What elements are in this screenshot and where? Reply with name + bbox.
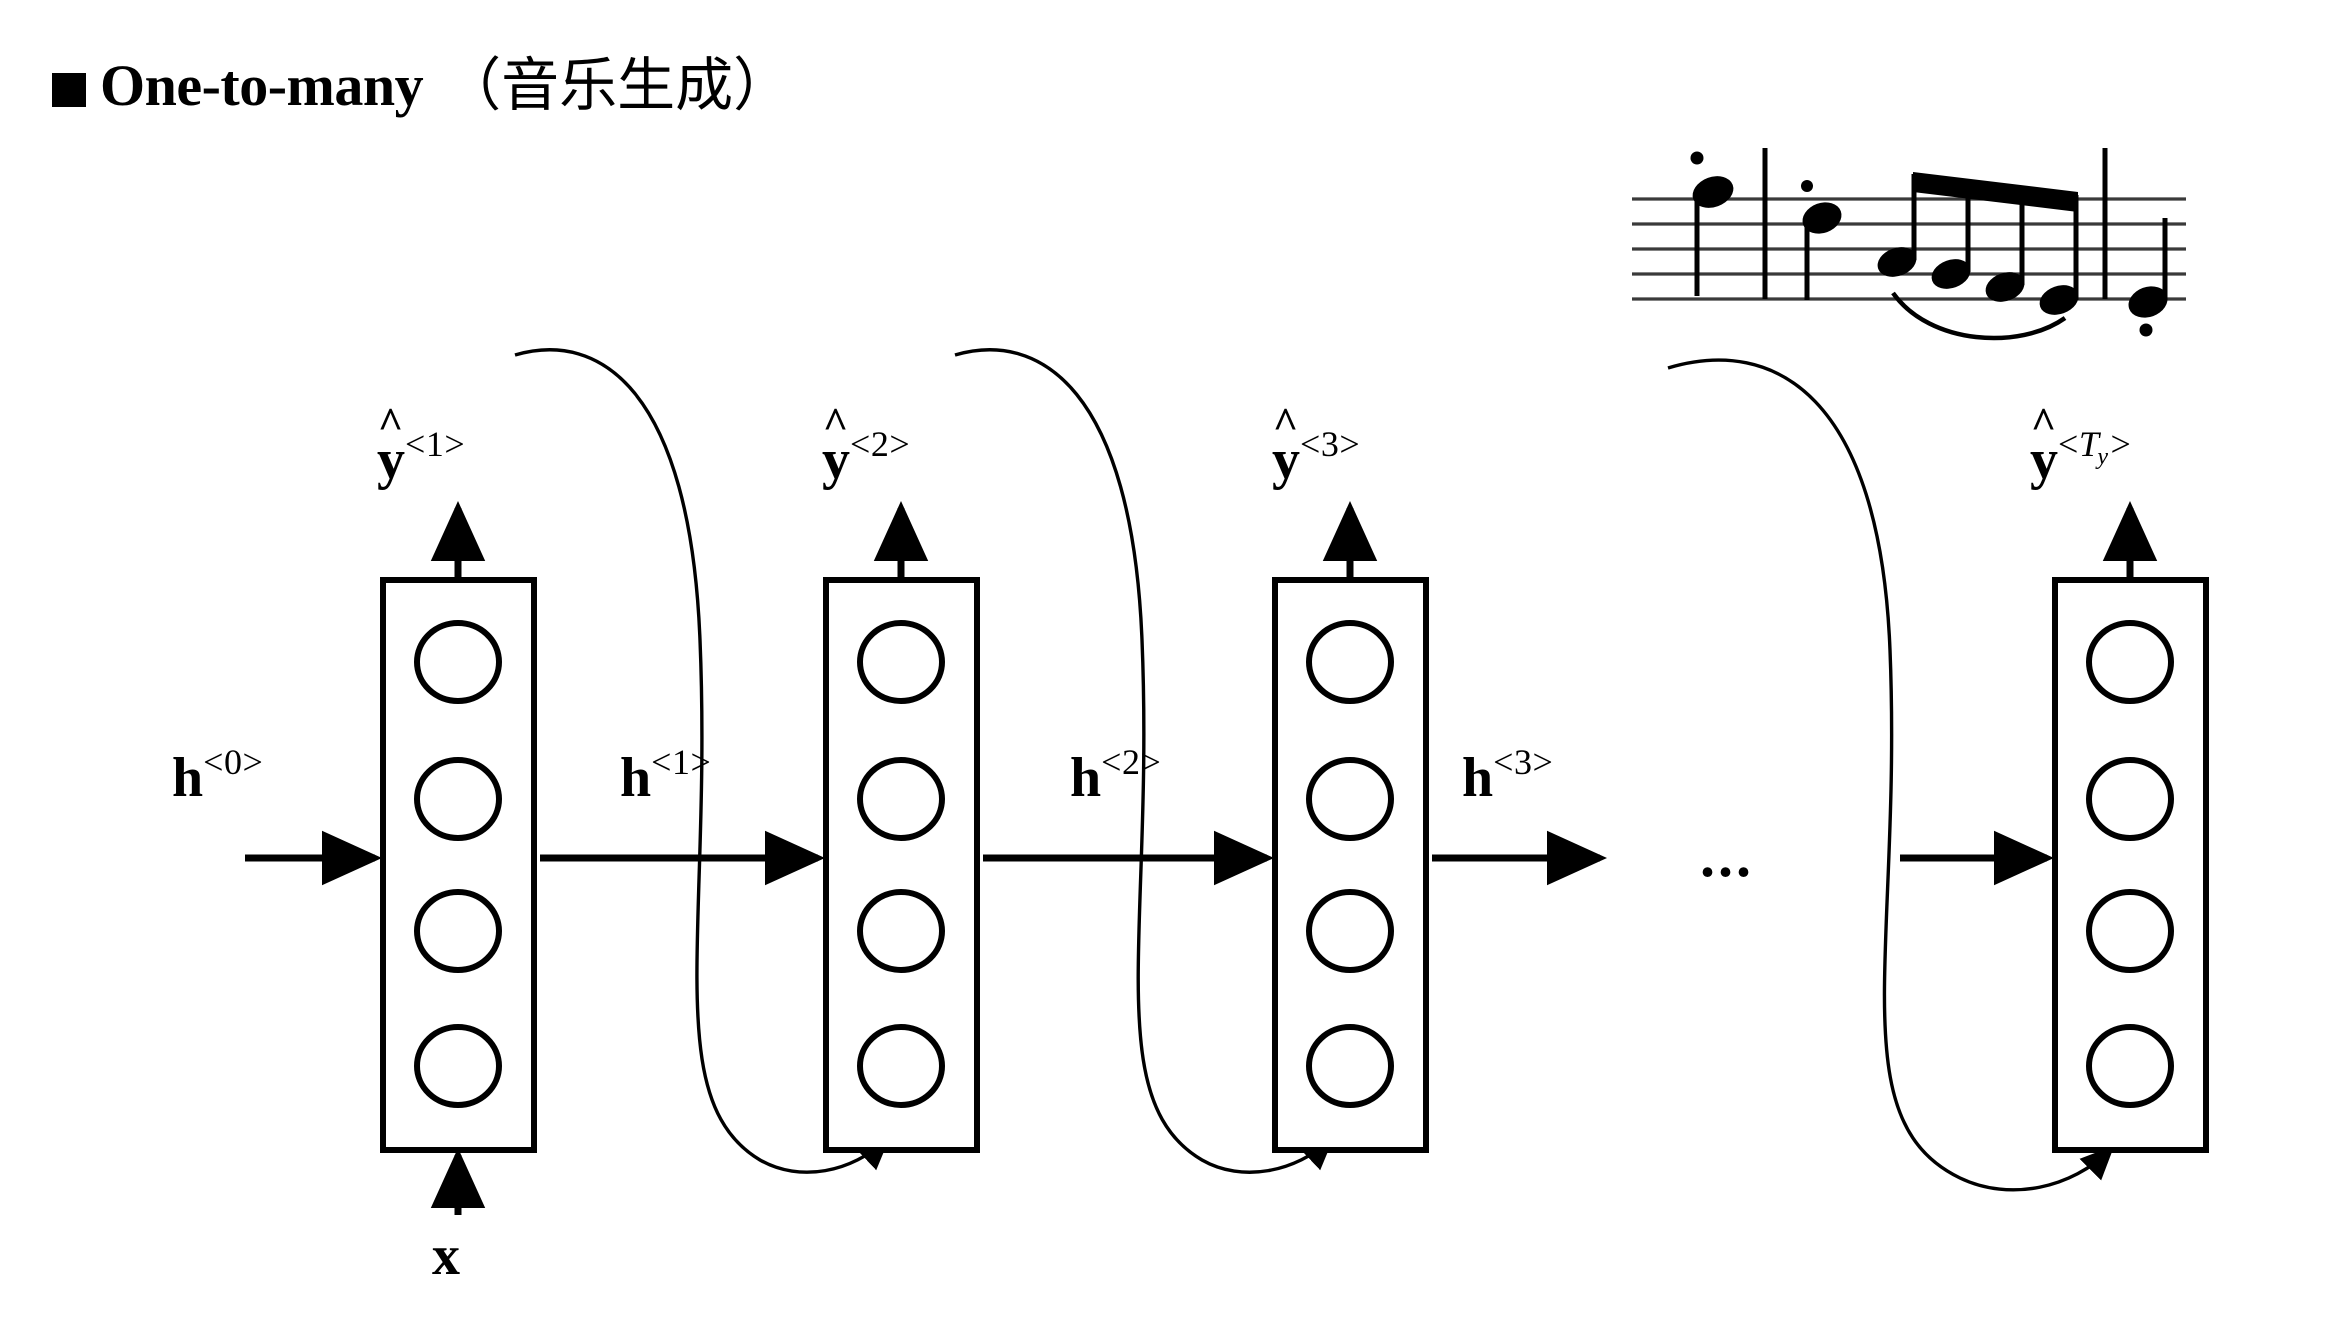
bullet-square-icon bbox=[52, 73, 86, 107]
rnn-cell-3-units bbox=[1306, 620, 1394, 1108]
feedback-arc-2 bbox=[954, 348, 1335, 1174]
hidden-sup-1: <1> bbox=[651, 742, 712, 782]
hidden-label-3: h<3> bbox=[1462, 744, 1553, 809]
output-sup-open-last: < bbox=[2058, 424, 2079, 464]
hat-accent-3: ^ bbox=[1272, 399, 1299, 448]
hidden-label-0: h<0> bbox=[172, 744, 263, 809]
feedback-arcs bbox=[514, 348, 2115, 1192]
output-label-2: ^ y <2> bbox=[822, 402, 910, 491]
feedback-arc-1 bbox=[514, 348, 891, 1174]
hidden-base-2: h bbox=[1070, 747, 1102, 809]
sequence-ellipsis: ... bbox=[1700, 823, 1754, 889]
rnn-cell-2-units bbox=[857, 620, 945, 1108]
output-sup-open-3: < bbox=[1300, 424, 1321, 464]
output-sup-body-last: T bbox=[2078, 424, 2100, 464]
feedback-arc-3 bbox=[1667, 358, 2115, 1192]
output-sup-body-2: 2 bbox=[870, 424, 890, 464]
output-sup-open-1: < bbox=[405, 424, 426, 464]
hidden-label-1: h<1> bbox=[620, 744, 711, 809]
hidden-base-0: h bbox=[172, 747, 204, 809]
output-base-1: y bbox=[377, 429, 405, 491]
note-1 bbox=[1690, 151, 1734, 296]
rnn-cell-last[interactable] bbox=[2052, 577, 2209, 1153]
rnn-cell-3[interactable] bbox=[1272, 577, 1429, 1153]
rnn-cell-1[interactable] bbox=[380, 577, 537, 1153]
title-text-chinese: （音乐生成） bbox=[443, 51, 792, 119]
output-sup-body-3: 3 bbox=[1320, 424, 1340, 464]
hidden-sup-3: <3> bbox=[1493, 742, 1554, 782]
output-base-3: y bbox=[1272, 429, 1300, 491]
input-label-x: x bbox=[432, 1228, 460, 1284]
output-sup-body-1: 1 bbox=[425, 424, 445, 464]
note-final bbox=[2128, 218, 2168, 337]
output-sup-close-3: > bbox=[1339, 424, 1361, 464]
output-sup-close-2: > bbox=[889, 424, 911, 464]
hidden-base-3: h bbox=[1462, 747, 1494, 809]
output-sup-sub-last: y bbox=[2097, 444, 2109, 470]
hat-accent-last: ^ bbox=[2030, 399, 2057, 448]
rnn-cell-last-units bbox=[2086, 620, 2174, 1108]
rnn-cell-1-units bbox=[414, 620, 502, 1108]
hidden-sup-0: <0> bbox=[203, 742, 264, 782]
beamed-note-group bbox=[1877, 172, 2079, 341]
hat-accent-1: ^ bbox=[377, 399, 404, 448]
staff-lines bbox=[1632, 197, 2186, 301]
note-2 bbox=[1801, 180, 1842, 300]
output-label-last: ^ y <Ty> bbox=[2030, 402, 2131, 491]
output-base-last: y bbox=[2030, 429, 2058, 491]
output-arrows bbox=[430, 500, 2158, 578]
hat-accent-2: ^ bbox=[822, 399, 849, 448]
output-label-3: ^ y <3> bbox=[1272, 402, 1360, 491]
output-sup-close-1: > bbox=[444, 424, 466, 464]
title-text-english: One-to-many bbox=[100, 53, 424, 118]
rnn-cell-2[interactable] bbox=[823, 577, 980, 1153]
hidden-sup-2: <2> bbox=[1101, 742, 1162, 782]
hidden-label-2: h<2> bbox=[1070, 744, 1161, 809]
music-staff-illustration bbox=[1632, 148, 2186, 341]
output-sup-open-2: < bbox=[850, 424, 871, 464]
input-base-x: x bbox=[432, 1225, 460, 1287]
barlines bbox=[1762, 148, 2108, 299]
hidden-base-1: h bbox=[620, 747, 652, 809]
output-label-1: ^ y <1> bbox=[377, 402, 465, 491]
slide-title: One-to-many （音乐生成） bbox=[52, 38, 791, 122]
output-base-2: y bbox=[822, 429, 850, 491]
output-sup-close-last: > bbox=[2110, 424, 2132, 464]
